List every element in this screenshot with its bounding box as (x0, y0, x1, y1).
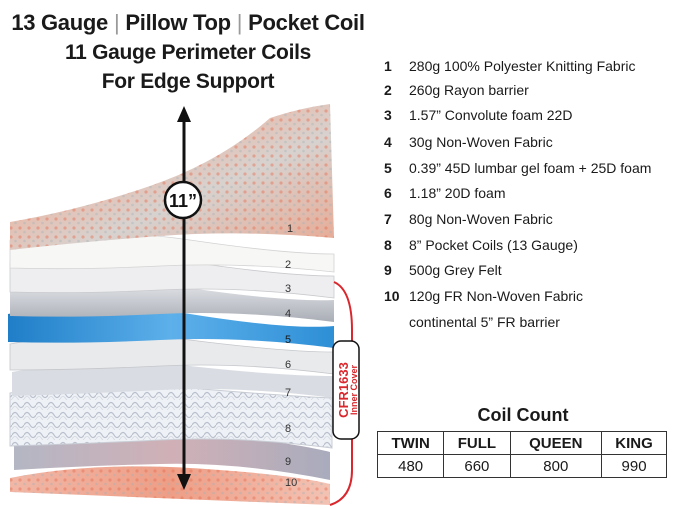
coil-value-queen: 800 (509, 454, 603, 478)
height-label-circle (163, 180, 203, 220)
layer-number-3: 3 (285, 283, 291, 295)
cfr-badge-code: CFR1633 (336, 362, 351, 418)
coil-header-king: KING (601, 431, 667, 455)
coil-value-king: 990 (601, 454, 667, 478)
layer-number-7: 7 (285, 387, 291, 399)
cfr-badge (332, 340, 360, 440)
layer-number-10: 10 (285, 477, 297, 489)
spec-item-continuation: continental 5” FR barrier (409, 314, 560, 330)
coil-value-twin: 480 (376, 454, 445, 478)
title-line-1: 13 Gauge|Pillow Top|Pocket Coil (0, 10, 376, 36)
coil-count-table: TWIN FULL QUEEN KING 480 660 800 990 (376, 431, 667, 478)
coil-count-title: Coil Count (477, 405, 569, 425)
layer-number-4: 4 (285, 308, 291, 320)
height-arrow-bottom-icon (177, 474, 191, 490)
mattress-layer-diagram: 1 2 3 4 5 6 7 8 9 10 11” CFR1633 Inner C… (8, 104, 360, 506)
layer-5-gel-foam (8, 306, 334, 348)
coil-header-twin: TWIN (376, 431, 445, 455)
title-separator: | (236, 10, 243, 35)
layer-number-8: 8 (285, 423, 291, 435)
cfr-badge-label: Inner Cover (349, 364, 359, 415)
height-arrow-top-icon (177, 106, 191, 122)
table-header-row: TWIN FULL QUEEN KING (376, 431, 667, 455)
table-row: 480 660 800 990 (376, 454, 667, 478)
title-separator: | (113, 10, 120, 35)
layer-number-1: 1 (287, 223, 293, 235)
title-pocket-coil: Pocket Coil (248, 10, 365, 35)
layer-number-6: 6 (285, 359, 291, 371)
coil-header-full: FULL (443, 431, 511, 455)
title-line-3: For Edge Support (101, 70, 275, 93)
coil-header-queen: QUEEN (509, 431, 603, 455)
layer-number-5: 5 (285, 334, 291, 346)
layer-number-9: 9 (285, 456, 291, 468)
coil-value-full: 660 (443, 454, 511, 478)
layer-number-2: 2 (285, 259, 291, 271)
layer-7-non-woven (12, 362, 334, 398)
title-pillow-top: Pillow Top (125, 10, 231, 35)
title-gauge: 13 Gauge (11, 10, 108, 35)
title-line-2: 11 Gauge Perimeter Coils (64, 41, 312, 64)
height-label: 11” (169, 191, 197, 211)
